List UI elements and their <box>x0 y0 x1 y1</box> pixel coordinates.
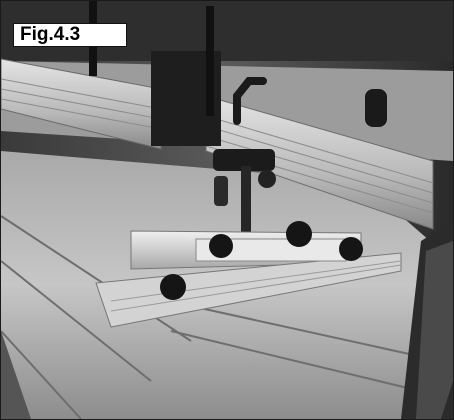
star-knobs <box>160 221 363 300</box>
figure-label: Fig.4.3 <box>13 23 127 47</box>
table-grooves <box>1 215 442 419</box>
